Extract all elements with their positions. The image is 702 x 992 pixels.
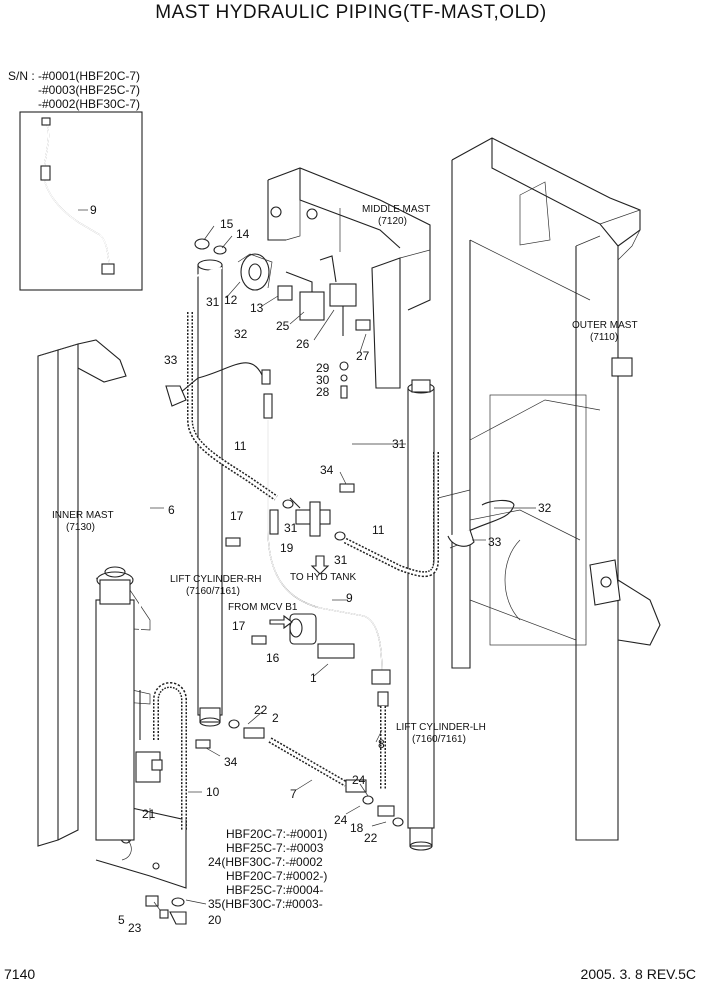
callout-numbers: 9 15 14 31 12 13 25 26 27 29 30 28 32 33… (90, 203, 552, 935)
lift-cylinder-rh: LIFT CYLINDER-RH (7160/7161) (170, 259, 262, 727)
note-5: HBF25C-7:#0004- (226, 883, 323, 897)
hose-8 (377, 691, 389, 790)
callout-2: 2 (272, 711, 279, 725)
callout-29: 29 (316, 361, 330, 375)
outer-mast-label: OUTER MAST (572, 320, 638, 331)
callout-34-low: 34 (224, 755, 238, 769)
serial-line-2: -#0003(HBF25C-7) (38, 83, 141, 97)
note-3: 24(HBF30C-7:-#0002 (208, 855, 323, 869)
callout-30: 30 (316, 373, 330, 387)
inner-mast-label: INNER MAST (52, 510, 114, 521)
page-title: MAST HYDRAULIC PIPING(TF-MAST,OLD) (155, 2, 547, 23)
serial-line-1: -#0001(HBF20C-7) (38, 69, 141, 83)
callout-33-lh: 33 (488, 535, 502, 549)
lift-rh-label: LIFT CYLINDER-RH (170, 574, 262, 585)
note-2: HBF25C-7:-#0003 (226, 841, 324, 855)
serial-line-3: -#0002(HBF30C-7) (38, 97, 141, 111)
callout-22-top: 22 (254, 703, 268, 717)
callout-27: 27 (356, 349, 370, 363)
callout-7: 7 (290, 787, 297, 801)
callout-26: 26 (296, 337, 310, 351)
callout-17-top: 17 (230, 509, 244, 523)
detail-inset (19, 111, 143, 291)
lift-cylinder-lh: LIFT CYLINDER-LH (7160/7161) (396, 379, 486, 851)
revision-date: 2005. 3. 8 REV.5C (580, 966, 696, 982)
arrow-right-icon (269, 614, 293, 630)
note-4: HBF20C-7:#0002-) (226, 869, 327, 883)
callout-16: 16 (266, 651, 280, 665)
clamp-icon (40, 165, 51, 181)
pulley-assembly (194, 238, 371, 399)
fitting-icon (101, 263, 115, 275)
middle-mast-frame: MIDDLE MAST (7120) (267, 167, 431, 389)
callout-31-lh-top: 31 (392, 437, 406, 451)
callout-34-top: 34 (320, 463, 334, 477)
pipes (173, 362, 515, 677)
outer-mast-frame: OUTER MAST (7110) (429, 137, 661, 841)
callout-19: 19 (280, 541, 294, 555)
callout-5: 5 (118, 913, 125, 927)
callout-11-lh: 11 (372, 523, 385, 537)
callout-23: 23 (128, 921, 142, 935)
middle-mast-label: MIDDLE MAST (362, 204, 430, 215)
callout-28: 28 (316, 385, 330, 399)
serial-notes: HBF20C-7:-#0001) HBF25C-7:-#0003 24(HBF3… (208, 827, 327, 911)
callout-1: 1 (310, 671, 317, 685)
callout-14: 14 (236, 227, 250, 241)
to-tank-label: TO HYD TANK (290, 572, 356, 583)
callout-9-inset: 9 (90, 203, 97, 217)
outer-mast-number: (7110) (590, 332, 618, 343)
inner-mast-frame: INNER MAST (7130) (37, 339, 187, 889)
lift-lh-label: LIFT CYLINDER-LH (396, 722, 486, 733)
callout-15: 15 (220, 217, 234, 231)
callout-31-tee-left: 31 (284, 521, 298, 535)
callout-33-rh: 33 (164, 353, 178, 367)
callout-31-tee-right: 31 (334, 553, 348, 567)
note-6: 35(HBF30C-7:#0003- (208, 897, 323, 911)
from-mcv-label: FROM MCV B1 (228, 602, 298, 613)
fittings-mid: FROM MCV B1 (225, 537, 391, 685)
callout-11-rh: 11 (234, 439, 247, 453)
lift-lh-number: (7160/7161) (412, 734, 466, 745)
leader-lines (78, 209, 536, 911)
callout-17-mid: 17 (232, 619, 246, 633)
callout-8: 8 (378, 737, 385, 751)
inner-mast-number: (7130) (66, 522, 95, 533)
hose-10 (145, 682, 211, 925)
callout-6: 6 (168, 503, 175, 517)
hose-11-lh (342, 452, 439, 578)
callout-22-low: 22 (364, 831, 378, 845)
callout-25: 25 (276, 319, 290, 333)
note-1: HBF20C-7:-#0001) (226, 827, 327, 841)
callout-13: 13 (250, 301, 264, 315)
page-number: 7140 (4, 966, 36, 982)
callout-18: 18 (350, 821, 364, 835)
serial-prefix: S/N : (8, 69, 35, 83)
hose-11-rh (187, 312, 278, 501)
arrow-down-icon (310, 555, 330, 575)
hose-7 (228, 719, 404, 827)
free-lift-cylinder (95, 566, 163, 861)
hose-6 (139, 267, 223, 740)
middle-mast-number: (7120) (378, 216, 407, 227)
callout-32-rh: 32 (234, 327, 248, 341)
callout-21: 21 (142, 807, 156, 821)
clamps (165, 385, 475, 547)
lift-rh-number: (7160/7161) (186, 586, 240, 597)
callout-32-lh: 32 (538, 501, 552, 515)
callout-9-main: 9 (346, 591, 353, 605)
callout-31-rh-top: 31 (206, 295, 220, 309)
callout-24-top: 24 (352, 773, 366, 787)
callout-20: 20 (208, 913, 222, 927)
tee-block-19: TO HYD TANK (269, 483, 356, 583)
callout-12: 12 (224, 293, 238, 307)
callout-24-low: 24 (334, 813, 348, 827)
callout-10: 10 (206, 785, 220, 799)
